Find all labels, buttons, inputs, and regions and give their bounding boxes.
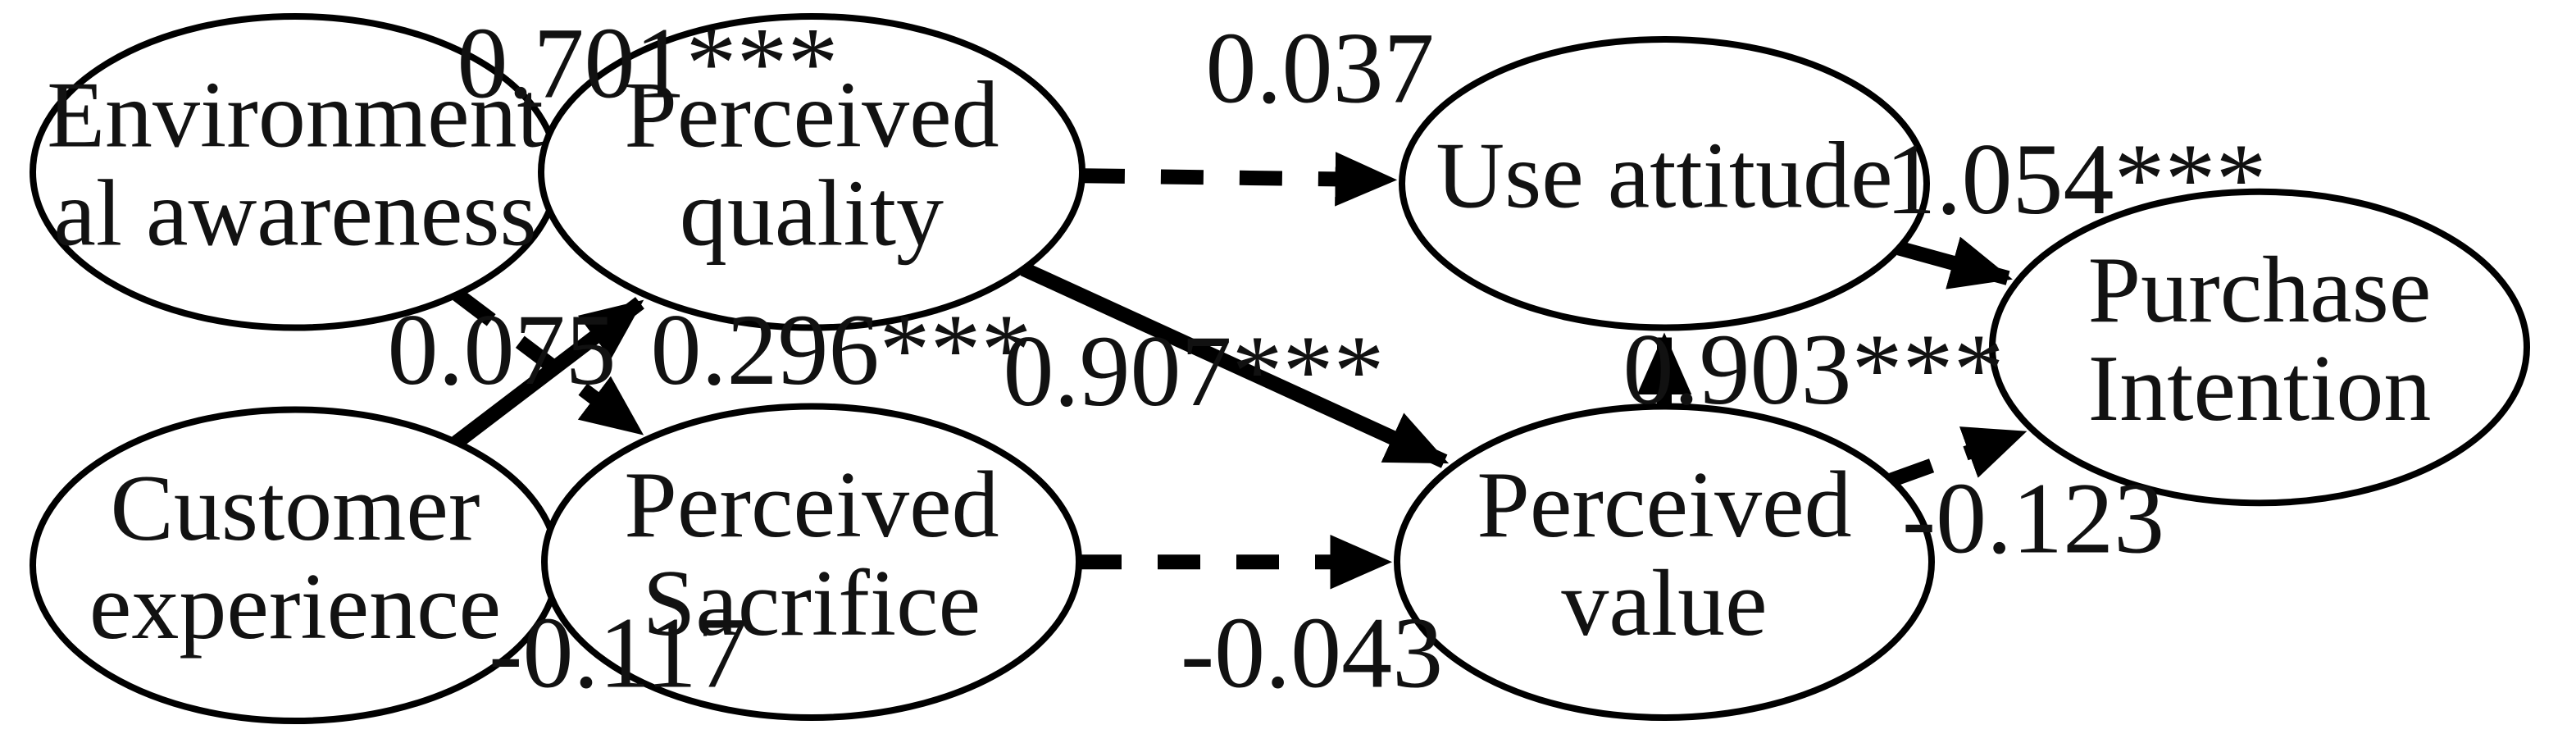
edge-label-pv-to-ua: 0.903*** (1623, 313, 2005, 426)
edge-label-pv-to-pi: -0.123 (1902, 463, 2164, 575)
node-perceived-quality[interactable]: Perceived quality (538, 12, 1085, 331)
node-ellipse (1399, 35, 1930, 331)
edge-labels-layer: 0.701*** 0.037 1.054*** 0.075 0.296*** 0… (388, 7, 2267, 709)
node-label-line-2: Intention (2088, 336, 2432, 441)
node-label-line-1: Customer (110, 456, 480, 561)
edge-label-pq-to-ua: 0.037 (1206, 11, 1435, 124)
edge-ce-to-pq (452, 297, 644, 449)
node-label-line-1: Perceived (1477, 453, 1851, 558)
edge-label-ce-to-pq: 0.296*** (651, 294, 1032, 406)
node-perceived-value[interactable]: Perceived value (1394, 403, 1935, 722)
edge-label-ps-to-pv: -0.043 (1181, 597, 1443, 709)
node-purchase-intention[interactable]: Purchase Intention (1989, 188, 2530, 507)
node-use-attitude[interactable]: Use attitude (1399, 35, 1930, 331)
node-perceived-sacrifice[interactable]: Perceived Sacrifice (541, 403, 1082, 722)
edge-pv-to-pi (1889, 426, 2028, 487)
node-customer-experience[interactable]: Customer experience (30, 406, 561, 725)
node-label-line-2: value (1561, 551, 1767, 656)
node-label-line-1: Perceived (624, 453, 999, 558)
edge-label-ce-to-ps: -0.117 (489, 597, 748, 709)
node-label-line-2: al awareness (53, 161, 536, 266)
node-label-line-1: Perceived (624, 62, 999, 167)
nodes-layer: Environment al awareness Perceived quali… (30, 12, 2530, 725)
edge-label-ea-to-pq: 0.701*** (457, 7, 839, 119)
edge-label-pq-to-pv: 0.907*** (1004, 315, 1385, 427)
node-ellipse (541, 403, 1082, 722)
node-label-line-1: Purchase (2088, 238, 2432, 343)
node-ellipse (538, 12, 1085, 331)
node-ellipse (1394, 403, 1935, 722)
node-label-line-2: quality (680, 161, 944, 266)
edge-ua-to-pi (1896, 236, 2013, 289)
node-label-line-1: Environment (47, 62, 544, 167)
node-label-line-2: Sacrifice (643, 551, 981, 656)
node-ellipse (1989, 188, 2530, 507)
edge-label-ea-to-ps: 0.075 (388, 294, 617, 406)
node-label-line-2: experience (89, 554, 501, 659)
edge-pq-to-ua (1081, 152, 1398, 207)
edges-layer (452, 144, 2028, 591)
node-environmental-awareness[interactable]: Environment al awareness (30, 12, 561, 331)
edge-label-ua-to-pi: 1.054*** (1886, 123, 2267, 235)
node-label-line-1: Use attitude (1436, 123, 1892, 228)
edge-pq-to-pv (1020, 262, 1450, 468)
